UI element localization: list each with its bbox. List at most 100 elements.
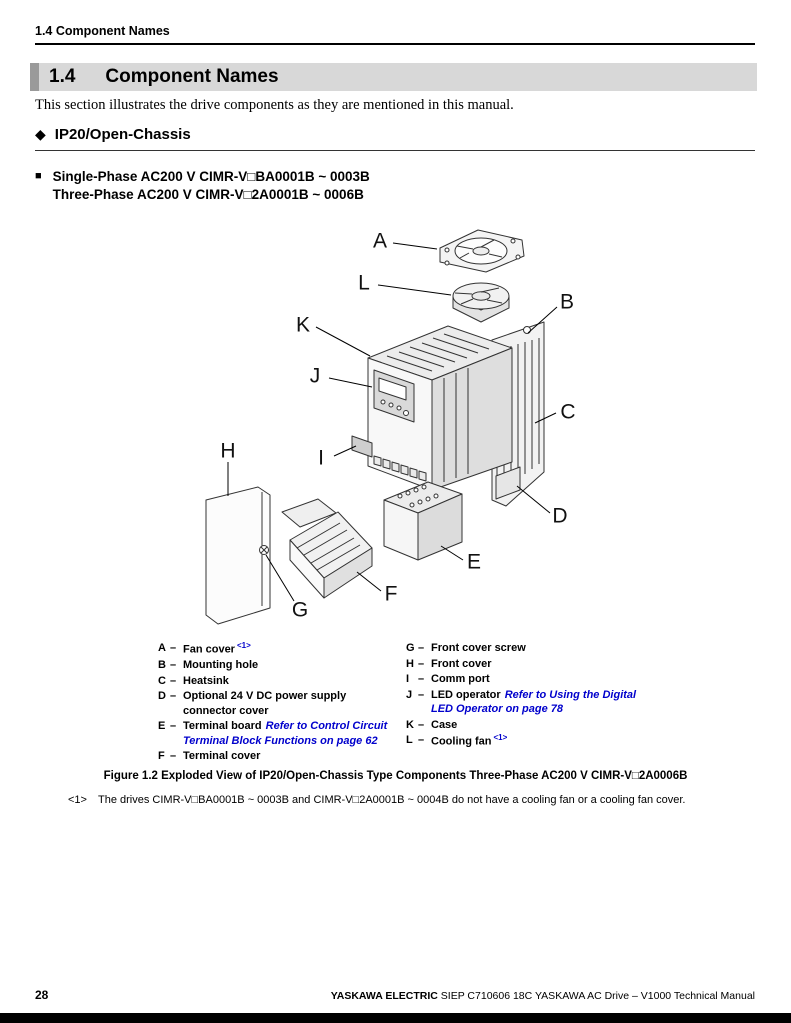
model-heading-line1: Single-Phase AC200 V CIMR-V□BA0001B ~ 00…	[52, 169, 370, 184]
terminal-cover-part	[281, 498, 373, 599]
legend-separator: –	[170, 659, 177, 672]
legend-separator: –	[170, 642, 177, 654]
diagram-label-c: C	[560, 401, 575, 424]
legend-label: Optional 24 V DC power supply connector …	[183, 690, 347, 717]
intro-text: This section illustrates the drive compo…	[35, 97, 514, 113]
legend-key: A	[158, 642, 166, 654]
legend-key: F	[158, 750, 165, 763]
legend-crossref-link[interactable]: Refer to Using the Digital LED Operator …	[431, 688, 637, 716]
legend-key: E	[158, 720, 166, 733]
running-header: 1.4 Component Names	[35, 24, 755, 45]
section-title: Component Names	[105, 66, 279, 87]
footer-doc-info: SIEP C710606 18C YASKAWA AC Drive – V100…	[437, 990, 755, 1002]
legend-separator: –	[418, 734, 425, 747]
diagram-label-k: K	[296, 314, 310, 337]
model-heading-line2: Three-Phase AC200 V CIMR-V□2A0001B ~ 000…	[52, 186, 364, 202]
legend-key: J	[406, 688, 413, 701]
legend-label: Mounting hole	[183, 659, 259, 672]
legend-item-terminal-cover: F – Terminal cover	[158, 749, 390, 764]
leader-lines	[227, 242, 558, 602]
legend-item-front-cover-screw: G – Front cover screw	[406, 641, 654, 656]
comm-port-part	[351, 435, 373, 458]
legend-item-dc-connector-cover: D – Optional 24 V DC power supply connec…	[158, 689, 390, 718]
legend-key: B	[158, 659, 166, 672]
legend-label: Terminal board	[183, 720, 262, 733]
subsection-divider	[35, 150, 755, 151]
legend-key: K	[406, 718, 414, 731]
legend-label-wrap: Fan cover<1>	[183, 641, 390, 657]
legend-crossref-link[interactable]: Refer to Control Circuit Terminal Block …	[183, 720, 388, 747]
legend-column-left: A – Fan cover<1> B – Mounting hole C – H…	[158, 641, 390, 765]
section-heading-accent	[30, 63, 39, 91]
legend-key: I	[406, 673, 410, 686]
legend-item-front-cover: H – Front cover	[406, 657, 654, 672]
legend-key: C	[158, 674, 166, 687]
legend-key: G	[406, 642, 415, 654]
legend-label-wrap: Cooling fan<1>	[431, 733, 654, 749]
legend-label: LED operator	[431, 688, 501, 701]
footnote-ref-link[interactable]: <1>	[236, 641, 251, 650]
model-heading: ■ Single-Phase AC200 V CIMR-V□BA0001B ~ …	[35, 168, 370, 203]
diagram-label-l: L	[358, 272, 370, 295]
fan-cover-part	[439, 229, 525, 273]
footnote: <1> The drives CIMR-V□BA0001B ~ 0003B an…	[68, 794, 758, 806]
diagram-label-d: D	[552, 505, 567, 528]
diagram-label-g: G	[292, 599, 308, 622]
legend-key: D	[158, 690, 166, 703]
legend-separator: –	[418, 718, 425, 731]
section-number: 1.4	[49, 66, 76, 87]
mounting-hole-part	[523, 326, 531, 334]
legend-item-cooling-fan: L – Cooling fan<1>	[406, 733, 654, 749]
footnote-ref-link[interactable]: <1>	[493, 733, 508, 743]
dc-connector-cover-part	[495, 466, 521, 500]
diagram-label-j: J	[310, 365, 321, 388]
legend-item-mounting-hole: B – Mounting hole	[158, 658, 390, 673]
terminal-strip-part	[373, 455, 427, 482]
legend-key: H	[406, 657, 414, 670]
legend-separator: –	[418, 688, 425, 701]
diamond-bullet-icon: ◆	[35, 126, 46, 142]
legend-separator: –	[170, 750, 177, 763]
diagram-label-e: E	[467, 551, 481, 574]
cooling-fan-part	[452, 282, 510, 323]
legend-separator: –	[418, 657, 425, 670]
legend-item-heatsink: C – Heatsink	[158, 674, 390, 689]
legend-separator: –	[418, 642, 425, 654]
led-operator-part	[373, 369, 415, 423]
legend-item-comm-port: I – Comm port	[406, 672, 654, 687]
legend-label: Fan cover	[183, 643, 235, 656]
legend-key: L	[406, 734, 413, 747]
footnote-marker: <1>	[68, 794, 87, 806]
legend-separator: –	[170, 690, 177, 703]
legend-label: Front cover screw	[431, 642, 526, 654]
diagram-label-b: B	[560, 291, 574, 314]
running-header-title: 1.4 Component Names	[35, 24, 170, 38]
legend-item-fan-cover: A – Fan cover<1>	[158, 641, 390, 657]
legend-separator: –	[170, 674, 177, 687]
legend-label: Terminal cover	[183, 750, 261, 763]
subsection-title: IP20/Open-Chassis	[54, 126, 191, 143]
legend-separator: –	[170, 720, 177, 733]
terminal-board-part	[383, 481, 463, 561]
legend-separator: –	[418, 673, 425, 686]
front-cover-screw-part	[259, 545, 269, 555]
footnote-text: The drives CIMR-V□BA0001B ~ 0003B and CI…	[98, 794, 686, 806]
front-cover-part	[205, 486, 271, 625]
footer-brand: YASKAWA ELECTRIC	[330, 990, 438, 1002]
legend-item-case: K – Case	[406, 718, 654, 733]
subsection-heading: ◆ IP20/Open-Chassis	[35, 126, 191, 143]
page-number: 28	[35, 988, 49, 1002]
legend-label: Case	[431, 718, 458, 731]
section-heading-bar: 1.4 Component Names	[30, 63, 757, 91]
legend-label: Heatsink	[183, 674, 229, 687]
bottom-bar	[0, 1013, 791, 1023]
model-heading-lines: Single-Phase AC200 V CIMR-V□BA0001B ~ 00…	[53, 168, 370, 203]
legend-label: Comm port	[431, 673, 490, 686]
diagram-label-i: I	[318, 447, 324, 470]
diagram-label-f: F	[385, 583, 398, 606]
